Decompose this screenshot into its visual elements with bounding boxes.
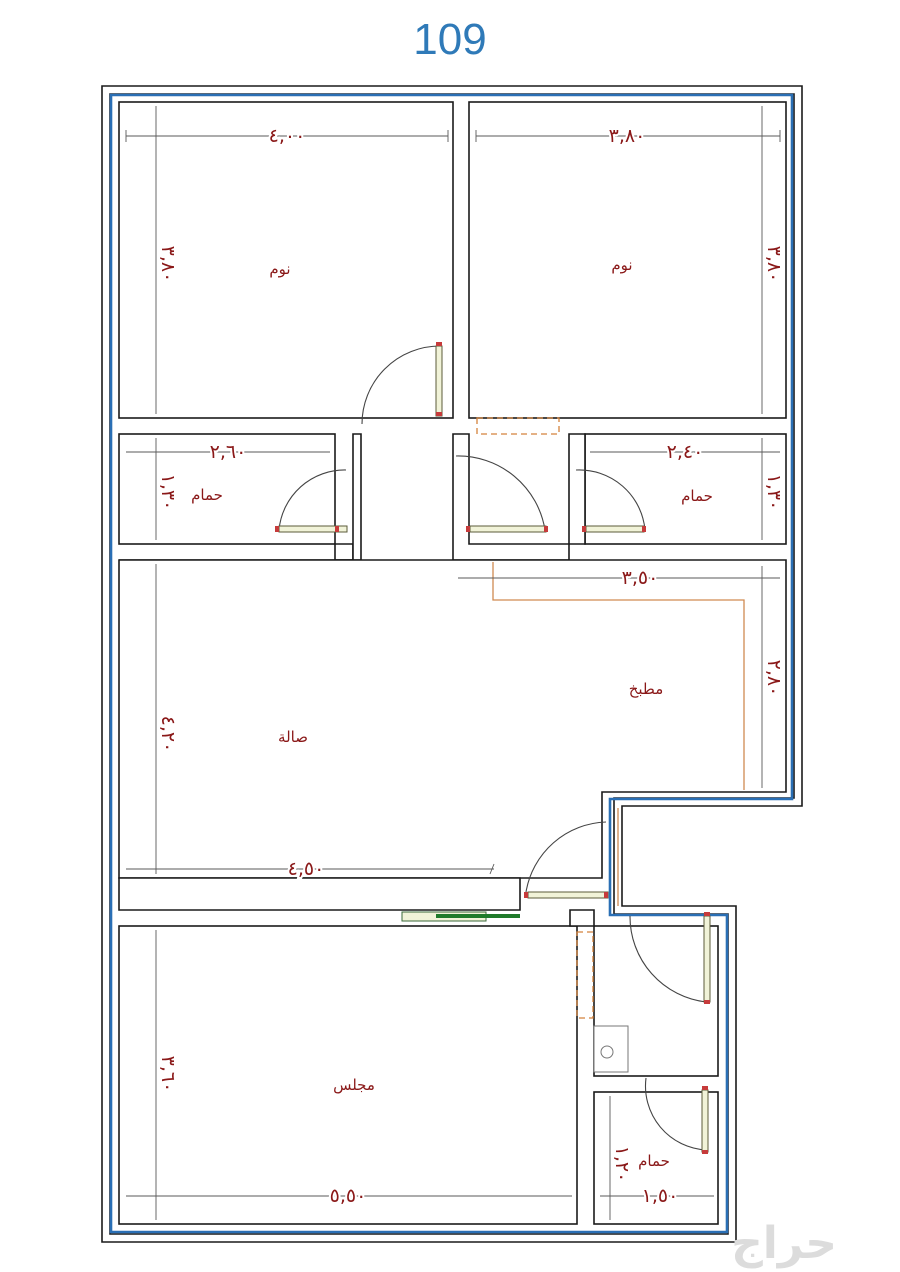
room-label-majlis: مجلس: [333, 1076, 375, 1094]
room-label-bath-2: حمام: [681, 487, 713, 505]
kitchen-walls: [118, 559, 787, 879]
opening-bedroom-2: [476, 417, 560, 435]
dim-hall-width: ٤,٥٠: [288, 858, 325, 880]
dim-bedroom-2-height: ٣,٨٠: [763, 246, 785, 283]
room-label-bath-3: حمام: [638, 1152, 670, 1170]
door-entry-room: [629, 912, 711, 1004]
door-bath-3: [644, 1077, 709, 1154]
majlis-walls: [118, 925, 578, 1225]
corridor-right-wall: [452, 433, 586, 561]
room-label-bedroom-2: نوم: [611, 256, 632, 274]
dim-bath-1-width: ٢,٦٠: [210, 441, 247, 463]
bath-1-extension: [334, 543, 354, 561]
dim-kitchen-height: ٢,٨٠: [763, 660, 785, 697]
dim-bath-3-height: ١,٢٠: [611, 1146, 633, 1183]
dim-bedroom-1-width: ٤,٠٠: [269, 125, 306, 147]
dim-majlis-height: ٣,٦٠: [157, 1056, 179, 1093]
room-label-bath-1: حمام: [191, 486, 223, 504]
plan-number: 109: [413, 15, 486, 64]
dimension-lines: [125, 106, 781, 1220]
bath-3-walls: [593, 1091, 719, 1225]
bedroom-1-walls: [118, 101, 454, 419]
kitchen-counter: [492, 562, 745, 790]
door-bath-1: [275, 469, 348, 533]
hall-bottom-wall: [118, 877, 521, 911]
opening-majlis: [576, 931, 594, 1019]
door-bedroom-1: [361, 342, 443, 425]
dim-majlis-width: ٥,٥٠: [330, 1185, 367, 1207]
dim-hall-height: ٤,٢٠: [157, 716, 179, 753]
utility-line: [109, 93, 794, 1234]
door-corridor: [455, 455, 548, 533]
window-sash: [436, 914, 520, 918]
watermark-logo: حراج: [731, 1218, 837, 1269]
door-bath-2: [575, 469, 646, 533]
dim-bath-2-width: ٢,٤٠: [667, 441, 704, 463]
dim-bath-1-height: ١,٣٠: [157, 474, 179, 511]
washing-machine-drum: [600, 1045, 614, 1059]
entry-step: [569, 909, 595, 927]
door-entrance: [524, 821, 609, 899]
room-label-kitchen: مطبخ: [629, 680, 664, 698]
dim-bedroom-1-height: ٣,٨٠: [157, 246, 179, 283]
room-label-bedroom-1: نوم: [269, 260, 290, 278]
dim-bath-3-width: ١,٥٠: [642, 1185, 679, 1207]
dim-bath-2-height: ١,٣٠: [763, 474, 785, 511]
dim-kitchen-width: ٣,٥٠: [622, 567, 659, 589]
room-label-hall: صالة: [278, 728, 308, 746]
outer-wall: [101, 85, 803, 1243]
dim-bedroom-2-width: ٣,٨٠: [609, 125, 646, 147]
bedroom-2-walls: [468, 101, 787, 419]
